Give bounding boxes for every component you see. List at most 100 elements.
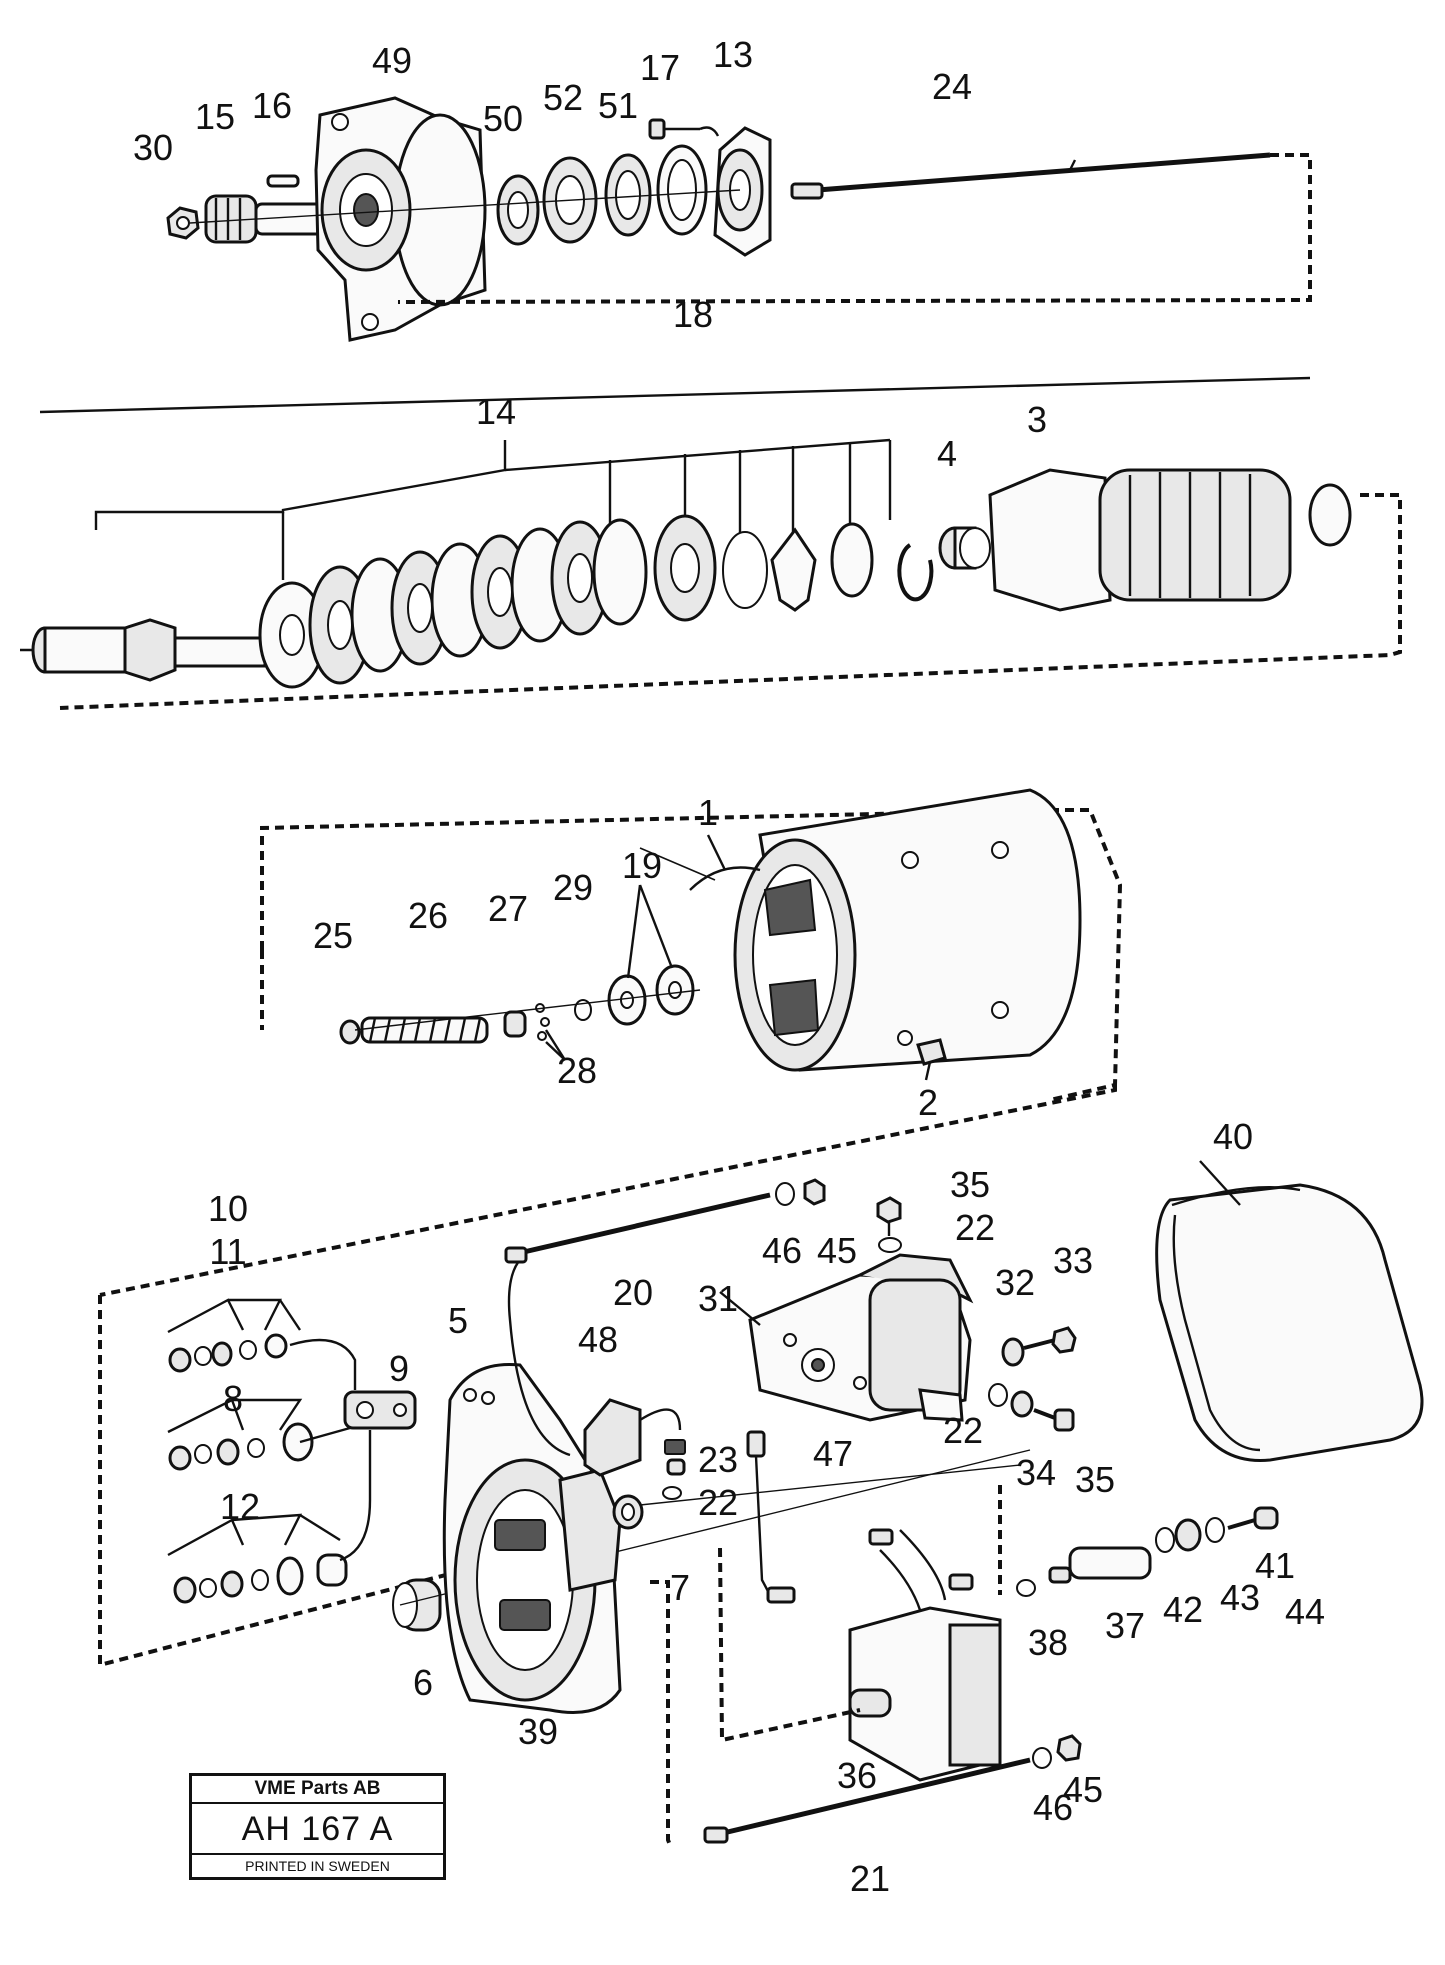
label-15: 15 [195, 96, 235, 137]
part-8-stack [167, 1398, 351, 1471]
stamp-company: VME Parts AB [192, 1776, 443, 1804]
part-drive-shaft [20, 618, 267, 682]
clutch-armature-group [20, 438, 1402, 710]
part-47-lead [746, 1430, 796, 1604]
part-16-key [266, 174, 300, 188]
stamp-drawing-code: AH 167 A [192, 1804, 443, 1855]
part-46-washer-a [775, 1182, 795, 1206]
label-23: 23 [698, 1439, 738, 1480]
label-7: 7 [670, 1567, 690, 1608]
part-3-armature [988, 468, 1352, 612]
part-20-bolt [504, 1192, 771, 1264]
label-19: 19 [622, 845, 662, 886]
part-snap-ring [897, 543, 934, 602]
part-32-washer [1001, 1337, 1025, 1367]
part-17-screw [648, 118, 720, 140]
part-clutch-plates [308, 518, 648, 685]
label-5: 5 [448, 1300, 468, 1341]
label-16: 16 [252, 85, 292, 126]
part-37-connector [1048, 1546, 1152, 1584]
part-41-screw [1227, 1506, 1279, 1530]
part-27-sleeve [503, 1010, 527, 1038]
commutator-end-group [98, 1178, 1424, 1846]
label-4: 4 [937, 433, 957, 474]
part-31-solenoid [748, 1253, 974, 1422]
section-divider [39, 376, 1311, 414]
label-6: 6 [413, 1662, 433, 1703]
label-29: 29 [553, 867, 593, 908]
label-45b: 45 [1063, 1769, 1103, 1810]
label-18: 18 [673, 294, 713, 335]
part-40-cover [1155, 1183, 1424, 1462]
part-21-bolt [703, 1757, 1031, 1844]
part-19-shims [607, 964, 695, 1026]
part-50-bushing [496, 174, 540, 246]
label-21: 21 [850, 1858, 890, 1899]
part-44-washer [1205, 1517, 1225, 1543]
label-39: 39 [518, 1711, 558, 1752]
part-5-39-end-frame [442, 1254, 622, 1714]
label-10: 10 [208, 1188, 248, 1229]
label-40: 40 [1213, 1116, 1253, 1157]
part-45-nut-b [1056, 1734, 1082, 1762]
label-35b: 35 [1075, 1459, 1115, 1500]
part-45-nut-a [803, 1178, 826, 1206]
part-22-washer-a [878, 1237, 902, 1253]
label-22c: 22 [698, 1482, 738, 1523]
part-35-screw-b [1033, 1408, 1075, 1432]
label-49: 49 [372, 40, 412, 81]
part-28-balls [535, 1003, 550, 1041]
label-24: 24 [932, 66, 972, 107]
part-42-washer [1155, 1527, 1175, 1553]
label-20: 20 [613, 1272, 653, 1313]
part-9-terminal [343, 1390, 417, 1430]
part-22-washer-c [662, 1486, 682, 1500]
part-35-screw-a [876, 1196, 902, 1236]
part-6-bushing [392, 1578, 442, 1632]
part-18-washer [656, 144, 708, 236]
label-46a: 46 [762, 1230, 802, 1271]
label-34: 34 [1016, 1452, 1056, 1493]
label-13: 13 [713, 34, 753, 75]
part-49-drive-housing [314, 96, 487, 342]
label-8: 8 [223, 1378, 243, 1419]
part-ring-a [722, 531, 768, 609]
label-3: 3 [1027, 399, 1047, 440]
label-41: 41 [1255, 1545, 1295, 1586]
label-50: 50 [483, 98, 523, 139]
label-22a: 22 [955, 1207, 995, 1248]
field-frame-group [260, 788, 1123, 1102]
part-1-field-frame [689, 788, 1082, 1072]
label-9: 9 [389, 1348, 409, 1389]
part-4-bushing [938, 526, 991, 570]
label-27: 27 [488, 888, 528, 929]
label-38: 38 [1028, 1622, 1068, 1663]
part-29-ring [574, 999, 592, 1021]
part-33-screw [1023, 1326, 1077, 1354]
label-12: 12 [220, 1486, 260, 1527]
part-48-brush-holder [583, 1398, 686, 1477]
part-38-washer [1016, 1579, 1036, 1597]
label-22b: 22 [943, 1410, 983, 1451]
part-clutch-hub [653, 514, 717, 622]
label-33: 33 [1053, 1240, 1093, 1281]
label-52: 52 [543, 77, 583, 118]
part-ring-b [830, 522, 874, 598]
part-51-ring [604, 153, 652, 237]
part-34-washer [1010, 1390, 1034, 1418]
part-36-relay [848, 1528, 1002, 1782]
part-12-stack [167, 1430, 372, 1604]
part-43-nut [1174, 1518, 1202, 1552]
label-42: 42 [1163, 1589, 1203, 1630]
label-51: 51 [598, 85, 638, 126]
label-37: 37 [1105, 1605, 1145, 1646]
part-2-screw [916, 1038, 947, 1081]
part-22-washer-b [988, 1383, 1008, 1407]
label-46b: 46 [1033, 1787, 1073, 1828]
part-25-plug [339, 1019, 361, 1045]
drive-end-group [166, 96, 1312, 342]
label-44: 44 [1285, 1591, 1325, 1632]
label-14: 14 [476, 391, 516, 432]
part-23-screw [666, 1458, 686, 1476]
